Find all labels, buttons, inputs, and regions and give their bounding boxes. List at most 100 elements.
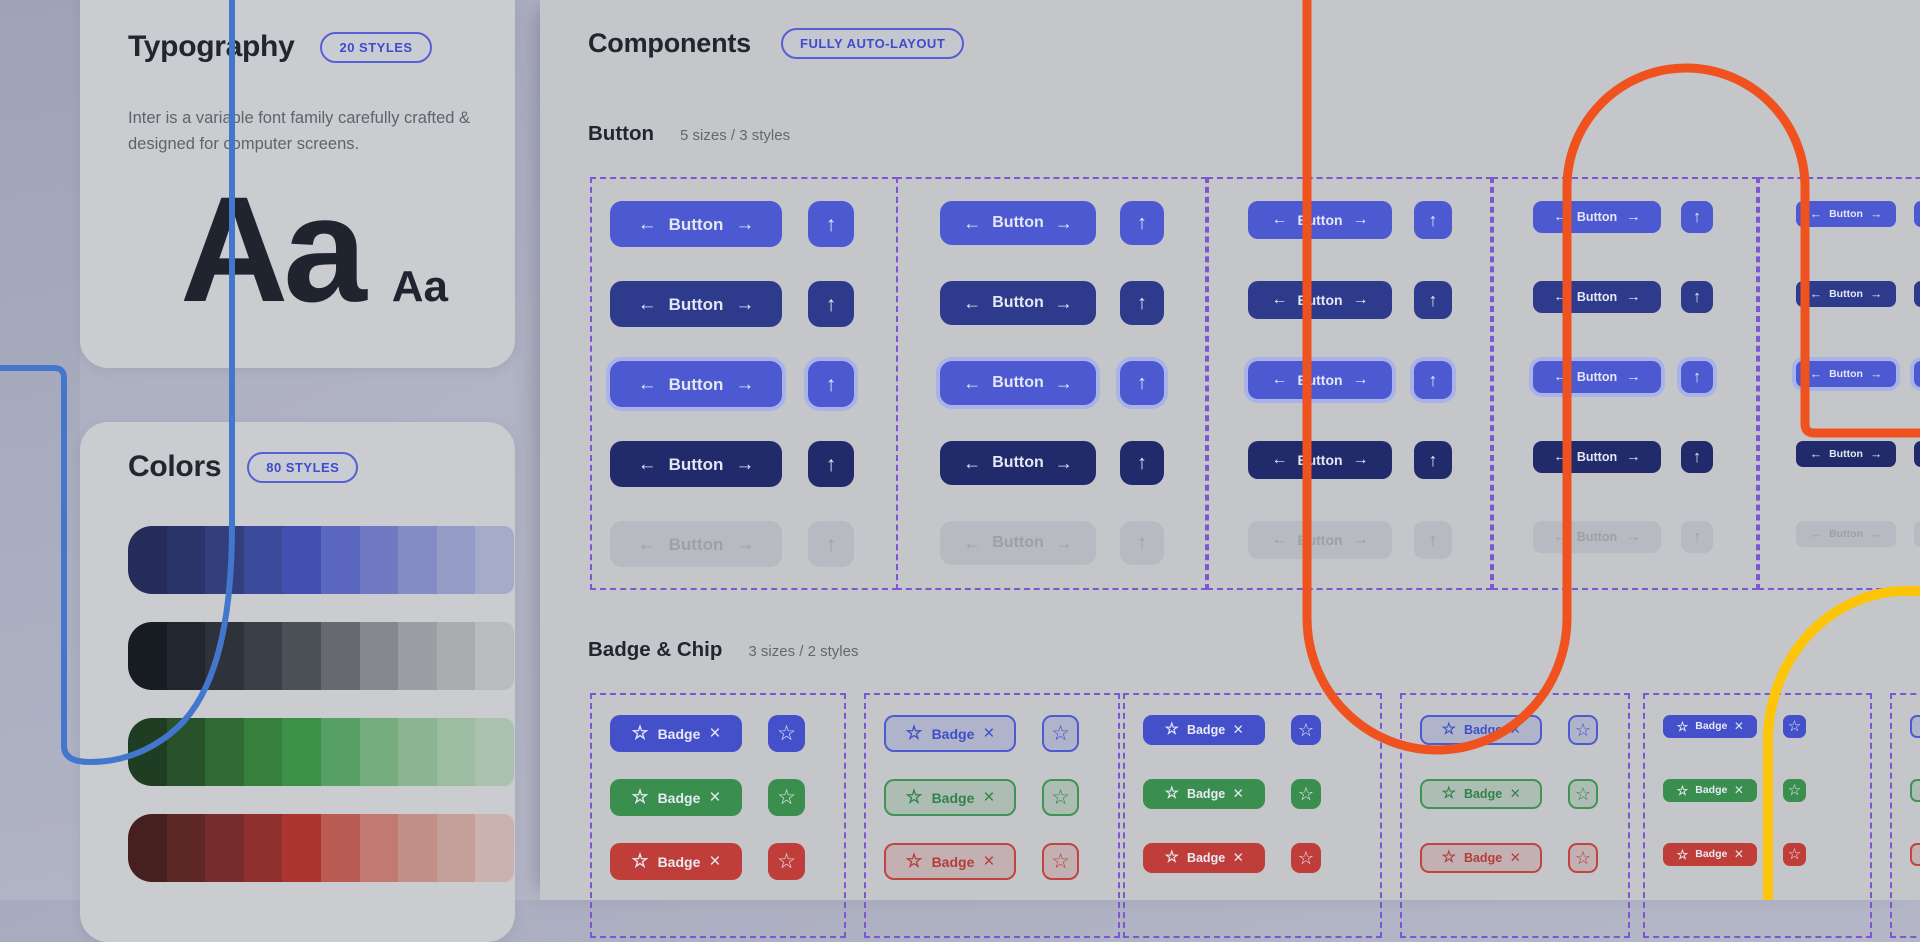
button-primary-focus[interactable]: ←Button→ <box>1533 361 1661 393</box>
badge-red-outline[interactable]: ☆Badge× <box>1910 843 1920 866</box>
arrow-left-icon: ← <box>963 373 982 393</box>
chip-blue-filled[interactable]: ☆ <box>1291 715 1321 745</box>
icon-button-primary[interactable]: ↑ <box>1681 201 1713 233</box>
close-icon[interactable]: × <box>1233 719 1244 740</box>
close-icon[interactable]: × <box>1510 719 1521 740</box>
badge-blue-filled[interactable]: ☆Badge× <box>1143 715 1265 745</box>
chip-red-filled[interactable]: ☆ <box>1291 843 1321 873</box>
icon-button-secondary[interactable]: ↑ <box>1414 281 1452 319</box>
chip-blue-filled[interactable]: ☆ <box>1783 715 1806 738</box>
badge-blue-outline[interactable]: ☆Badge× <box>1910 715 1920 738</box>
chip-red-filled[interactable]: ☆ <box>1783 843 1806 866</box>
badge-blue-filled[interactable]: ☆Badge× <box>610 715 742 752</box>
button-primary-focus[interactable]: ←Button→ <box>940 361 1096 405</box>
button-primary[interactable]: ←Button→ <box>1796 201 1896 227</box>
close-icon[interactable]: × <box>1233 783 1244 804</box>
icon-button-dark[interactable]: ↑ <box>1681 441 1713 473</box>
icon-button-primary[interactable]: ↑ <box>1120 201 1164 245</box>
chip-green-outline[interactable]: ☆ <box>1568 779 1598 809</box>
badge-red-outline[interactable]: ☆Badge× <box>884 843 1016 880</box>
badge-blue-filled[interactable]: ☆Badge× <box>1663 715 1757 738</box>
chip-red-outline[interactable]: ☆ <box>1568 843 1598 873</box>
chip-blue-outline[interactable]: ☆ <box>1042 715 1079 752</box>
icon-button-disabled[interactable]: ↑ <box>1681 521 1713 553</box>
chip-red-filled[interactable]: ☆ <box>768 843 805 880</box>
button-primary-focus[interactable]: ←Button→ <box>1248 361 1392 399</box>
icon-button-secondary[interactable]: ↑ <box>1120 281 1164 325</box>
chip-green-filled[interactable]: ☆ <box>768 779 805 816</box>
button-primary[interactable]: ←Button→ <box>1248 201 1392 239</box>
icon-button-primary-focus[interactable]: ↑ <box>1914 361 1920 387</box>
button-secondary[interactable]: ←Button→ <box>940 281 1096 325</box>
close-icon[interactable]: × <box>983 723 995 744</box>
button-dark[interactable]: ←Button→ <box>940 441 1096 485</box>
icon-button-disabled[interactable]: ↑ <box>1414 521 1452 559</box>
icon-button-dark[interactable]: ↑ <box>1414 441 1452 479</box>
button-secondary[interactable]: ←Button→ <box>1248 281 1392 319</box>
badge-red-outline[interactable]: ☆Badge× <box>1420 843 1542 873</box>
icon-button-primary[interactable]: ↑ <box>1414 201 1452 239</box>
chip-red-outline[interactable]: ☆ <box>1042 843 1079 880</box>
button-secondary[interactable]: ←Button→ <box>1796 281 1896 307</box>
button-disabled[interactable]: ←Button→ <box>1533 521 1661 553</box>
badge-red-filled[interactable]: ☆Badge× <box>1143 843 1265 873</box>
close-icon[interactable]: × <box>1233 847 1244 868</box>
chip-green-filled[interactable]: ☆ <box>1783 779 1806 802</box>
icon-button-disabled[interactable]: ↑ <box>808 521 854 567</box>
close-icon[interactable]: × <box>1510 847 1521 868</box>
button-primary[interactable]: ←Button→ <box>940 201 1096 245</box>
badge-green-filled[interactable]: ☆Badge× <box>1143 779 1265 809</box>
icon-button-secondary[interactable]: ↑ <box>1681 281 1713 313</box>
close-icon[interactable]: × <box>709 723 721 744</box>
close-icon[interactable]: × <box>983 787 995 808</box>
chip-green-filled[interactable]: ☆ <box>1291 779 1321 809</box>
badge-green-outline[interactable]: ☆Badge× <box>1910 779 1920 802</box>
icon-button-primary-focus[interactable]: ↑ <box>1120 361 1164 405</box>
button-disabled[interactable]: ←Button→ <box>940 521 1096 565</box>
close-icon[interactable]: × <box>709 787 721 808</box>
close-icon[interactable]: × <box>983 851 995 872</box>
icon-button-disabled[interactable]: ↑ <box>1914 521 1920 547</box>
button-primary-focus[interactable]: ←Button→ <box>1796 361 1896 387</box>
badge-red-filled[interactable]: ☆Badge× <box>1663 843 1757 866</box>
button-primary[interactable]: ←Button→ <box>610 201 782 247</box>
badge-green-outline[interactable]: ☆Badge× <box>884 779 1016 816</box>
button-secondary[interactable]: ←Button→ <box>610 281 782 327</box>
button-dark[interactable]: ←Button→ <box>1248 441 1392 479</box>
icon-button-dark[interactable]: ↑ <box>1120 441 1164 485</box>
button-dark[interactable]: ←Button→ <box>1796 441 1896 467</box>
close-icon[interactable]: × <box>1734 781 1744 799</box>
button-disabled[interactable]: ←Button→ <box>1248 521 1392 559</box>
badge-green-outline[interactable]: ☆Badge× <box>1420 779 1542 809</box>
button-dark[interactable]: ←Button→ <box>610 441 782 487</box>
icon-button-primary-focus[interactable]: ↑ <box>1414 361 1452 399</box>
chip-green-outline[interactable]: ☆ <box>1042 779 1079 816</box>
close-icon[interactable]: × <box>1510 783 1521 804</box>
icon-button-secondary[interactable]: ↑ <box>808 281 854 327</box>
badge-green-filled[interactable]: ☆Badge× <box>1663 779 1757 802</box>
close-icon[interactable]: × <box>709 851 721 872</box>
badge-red-filled[interactable]: ☆Badge× <box>610 843 742 880</box>
icon-button-secondary[interactable]: ↑ <box>1914 281 1920 307</box>
chip-blue-outline[interactable]: ☆ <box>1568 715 1598 745</box>
chip-blue-filled[interactable]: ☆ <box>768 715 805 752</box>
icon-button-primary[interactable]: ↑ <box>808 201 854 247</box>
button-secondary[interactable]: ←Button→ <box>1533 281 1661 313</box>
icon-button-dark[interactable]: ↑ <box>1914 441 1920 467</box>
icon-button-primary-focus[interactable]: ↑ <box>1681 361 1713 393</box>
gray-swatch <box>359 622 399 690</box>
icon-button-dark[interactable]: ↑ <box>808 441 854 487</box>
icon-button-disabled[interactable]: ↑ <box>1120 521 1164 565</box>
button-primary[interactable]: ←Button→ <box>1533 201 1661 233</box>
badge-green-filled[interactable]: ☆Badge× <box>610 779 742 816</box>
close-icon[interactable]: × <box>1734 717 1744 735</box>
button-dark[interactable]: ←Button→ <box>1533 441 1661 473</box>
badge-blue-outline[interactable]: ☆Badge× <box>1420 715 1542 745</box>
button-disabled[interactable]: ←Button→ <box>1796 521 1896 547</box>
badge-blue-outline[interactable]: ☆Badge× <box>884 715 1016 752</box>
icon-button-primary-focus[interactable]: ↑ <box>808 361 854 407</box>
button-disabled[interactable]: ←Button→ <box>610 521 782 567</box>
icon-button-primary[interactable]: ↑ <box>1914 201 1920 227</box>
button-primary-focus[interactable]: ←Button→ <box>610 361 782 407</box>
close-icon[interactable]: × <box>1734 845 1744 863</box>
